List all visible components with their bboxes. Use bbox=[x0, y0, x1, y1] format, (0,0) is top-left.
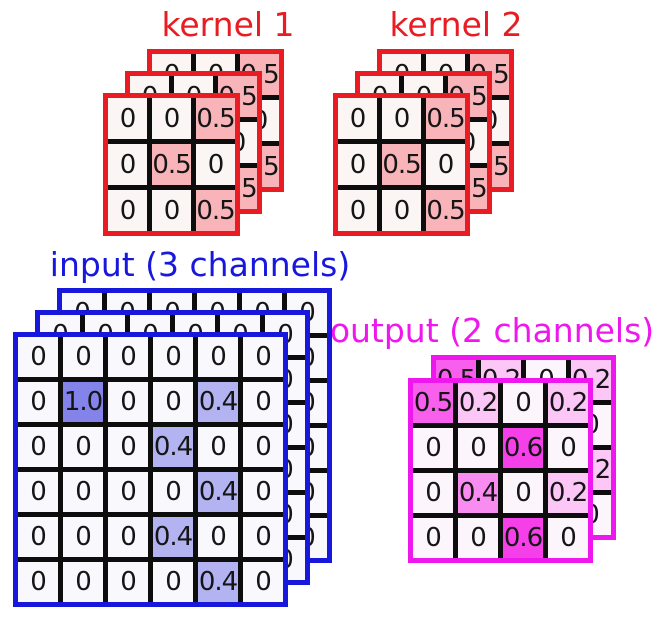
kernel-1-grid-cell: 0 bbox=[108, 98, 147, 139]
kernel-1-grid-cell: 0.5 bbox=[196, 190, 236, 231]
input-grid-cell: 0 bbox=[108, 337, 148, 377]
kernel-2-grid-cell: 0.5 bbox=[426, 190, 466, 231]
kernel-2-label: kernel 2 bbox=[389, 5, 523, 44]
input-grid-cell: 0 bbox=[63, 427, 103, 467]
kernel-2-grid-cell: 0 bbox=[382, 190, 421, 231]
input-grid-cell: 0 bbox=[63, 517, 103, 557]
kernel-1-label: kernel 1 bbox=[161, 5, 295, 44]
kernel-1-grid-cell: 0 bbox=[196, 144, 235, 185]
input-grid-cell: 0 bbox=[153, 337, 193, 377]
input-grid-cell: 0 bbox=[18, 517, 58, 557]
output-grid-cell: 0 bbox=[458, 518, 498, 558]
input-grid-cell: 0 bbox=[243, 562, 283, 602]
kernel-1-grid-cell: 0 bbox=[152, 98, 191, 139]
kernel-2-grid-cell: 0 bbox=[426, 144, 465, 185]
input-grid-cell: 0 bbox=[153, 562, 193, 602]
input-grid-cell: 0 bbox=[243, 427, 283, 467]
input-grid-cell: 0.4 bbox=[198, 472, 238, 512]
kernel-2-grid-cell: 0.5 bbox=[426, 98, 466, 139]
input-grid-cell: 0 bbox=[198, 427, 238, 467]
kernel-1-grid-cell: 0.5 bbox=[196, 98, 236, 139]
kernel-1-grid-cell: 0 bbox=[108, 144, 147, 185]
output-grid-cell: 0 bbox=[413, 428, 453, 468]
output-grid-cell: 0.6 bbox=[503, 518, 543, 558]
input-grid-cell: 0 bbox=[63, 472, 103, 512]
kernel-2-grid-cell: 0 bbox=[338, 190, 377, 231]
input-grid-cell: 0 bbox=[153, 472, 193, 512]
input-grid-cell: 0 bbox=[243, 472, 283, 512]
input-grid-cell: 0 bbox=[108, 562, 148, 602]
input-grid-cell: 0 bbox=[18, 472, 58, 512]
input-grid-cell: 0 bbox=[198, 337, 238, 377]
input-grid-cell: 0.4 bbox=[153, 427, 193, 467]
output-grid-cell: 0.6 bbox=[503, 428, 543, 468]
kernel-2-grid-cell: 0 bbox=[338, 144, 377, 185]
kernel-1-grid-cell: 0 bbox=[152, 190, 191, 231]
output-grid-cell: 0.4 bbox=[458, 473, 498, 513]
input-grid-cell: 0.4 bbox=[153, 517, 193, 557]
output-grid-cell: 0.5 bbox=[413, 383, 453, 423]
input-grid-cell: 0 bbox=[108, 382, 148, 422]
output-grid-cell: 0 bbox=[503, 383, 543, 423]
input-grid-cell: 0 bbox=[63, 337, 103, 377]
input-grid-cell: 0 bbox=[18, 427, 58, 467]
kernel-2-grid-cell: 0 bbox=[338, 98, 377, 139]
input-grid-cell: 0.4 bbox=[198, 562, 238, 602]
input-grid-cell: 0 bbox=[108, 472, 148, 512]
kernel-1-grid-cell: 0 bbox=[108, 190, 147, 231]
input-label: input (3 channels) bbox=[49, 245, 351, 284]
output-grid-cell: 0 bbox=[548, 428, 588, 468]
input-grid-cell: 0 bbox=[153, 382, 193, 422]
input-grid-cell: 1.0 bbox=[63, 382, 103, 422]
output-grid-cell: 0 bbox=[413, 518, 453, 558]
output-grid-cell: 0 bbox=[503, 473, 543, 513]
input-grid-cell: 0.4 bbox=[198, 382, 238, 422]
kernel-2-grid-cell: 0.5 bbox=[382, 144, 422, 185]
input-grid-cell: 0 bbox=[63, 562, 103, 602]
output-grid-cell: 0.2 bbox=[458, 383, 498, 423]
output-grid-cell: 0 bbox=[413, 473, 453, 513]
input-grid-cell: 0 bbox=[243, 517, 283, 557]
input-grid-cell: 0 bbox=[18, 382, 58, 422]
input-grid-cell: 0 bbox=[108, 427, 148, 467]
input-grid-cell: 0 bbox=[243, 337, 283, 377]
input-grid-cell: 0 bbox=[108, 517, 148, 557]
kernel-2-grid-cell: 0 bbox=[382, 98, 421, 139]
output-grid-cell: 0 bbox=[458, 428, 498, 468]
input-grid-cell: 0 bbox=[198, 517, 238, 557]
input-grid-cell: 0 bbox=[18, 562, 58, 602]
output-grid-cell: 0.2 bbox=[548, 473, 588, 513]
output-label: output (2 channels) bbox=[329, 311, 655, 350]
input-grid-cell: 0 bbox=[243, 382, 283, 422]
output-grid-cell: 0 bbox=[548, 518, 588, 558]
input-grid-cell: 0 bbox=[18, 337, 58, 377]
kernel-1-grid-cell: 0.5 bbox=[152, 144, 192, 185]
output-grid-cell: 0.2 bbox=[548, 383, 588, 423]
